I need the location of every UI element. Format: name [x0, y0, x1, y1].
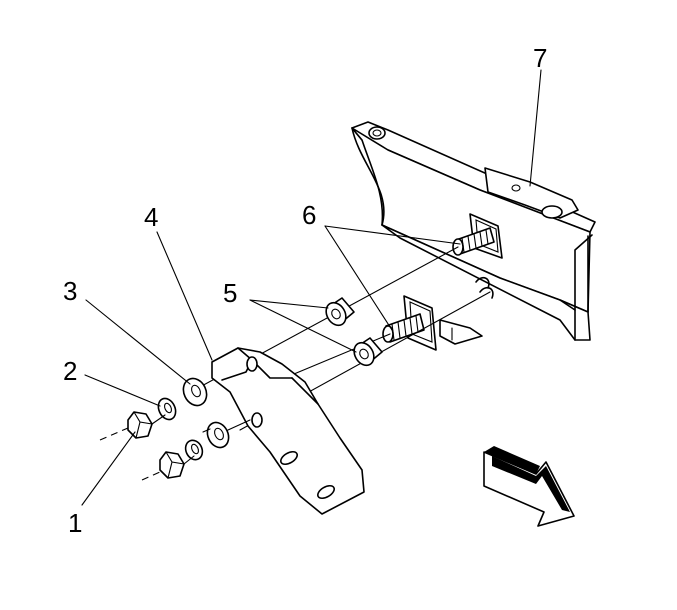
- callout-3: 3: [63, 276, 77, 306]
- spacer-lower: [353, 337, 383, 367]
- lock-washer-upper: [157, 397, 177, 421]
- stud-lower: [382, 295, 437, 351]
- nut-lower: [159, 451, 185, 479]
- forward-arrow-icon: [483, 446, 575, 527]
- large-washer-upper: [182, 377, 208, 407]
- lock-washer-lower: [184, 439, 204, 461]
- axis-dash-upper: [99, 427, 129, 441]
- callout-6: 6: [302, 200, 316, 230]
- stud-upper: [452, 213, 503, 259]
- axis-dash-lower: [141, 471, 161, 481]
- callout-7: 7: [533, 43, 547, 73]
- mounting-bracket: [211, 347, 365, 515]
- nut-upper: [127, 411, 153, 439]
- callout-4: 4: [144, 202, 158, 232]
- callout-1: 1: [68, 508, 82, 538]
- spacer-upper: [325, 297, 355, 327]
- callout-2: 2: [63, 356, 77, 386]
- leader-lines: [81, 69, 542, 506]
- large-washer-lower: [206, 421, 230, 449]
- callout-5: 5: [223, 278, 237, 308]
